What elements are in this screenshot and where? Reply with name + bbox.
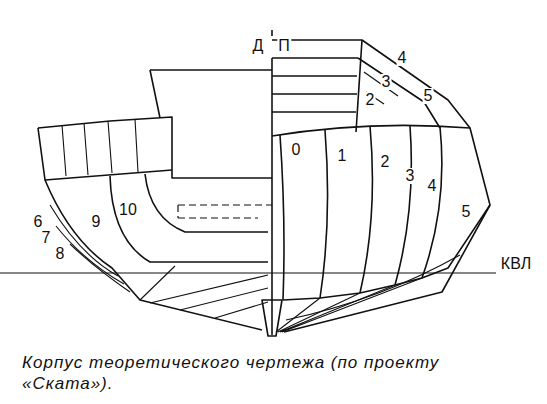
station-number: 5 bbox=[423, 88, 434, 104]
station-number: 7 bbox=[41, 230, 52, 246]
waterline-label: КВЛ bbox=[500, 256, 532, 272]
station-number: 3 bbox=[405, 168, 416, 184]
station-number: 6 bbox=[33, 214, 44, 230]
waterline bbox=[0, 272, 496, 273]
station-number: 1 bbox=[337, 148, 348, 164]
station-number: 2 bbox=[365, 92, 376, 108]
station-number: 4 bbox=[427, 178, 438, 194]
stern-transom-block bbox=[38, 70, 272, 218]
station-number: 9 bbox=[91, 214, 102, 230]
stern-sections bbox=[38, 119, 268, 330]
figure-caption: Корпус теоретического чертежа (по проект… bbox=[22, 352, 532, 394]
station-number: 4 bbox=[397, 50, 408, 66]
station-number: 10 bbox=[118, 202, 138, 218]
bow-sections bbox=[272, 125, 490, 332]
plane-label: Д bbox=[252, 38, 265, 54]
plane-label: П bbox=[277, 38, 291, 54]
station-number: 8 bbox=[55, 246, 66, 262]
center-line bbox=[271, 58, 273, 335]
keel bbox=[262, 300, 282, 336]
station-number: 3 bbox=[381, 74, 392, 90]
station-number: 0 bbox=[291, 142, 302, 158]
bow-deck-block bbox=[272, 40, 470, 132]
station-number: 2 bbox=[380, 154, 391, 170]
station-number: 5 bbox=[461, 204, 472, 220]
center-line bbox=[271, 30, 273, 36]
